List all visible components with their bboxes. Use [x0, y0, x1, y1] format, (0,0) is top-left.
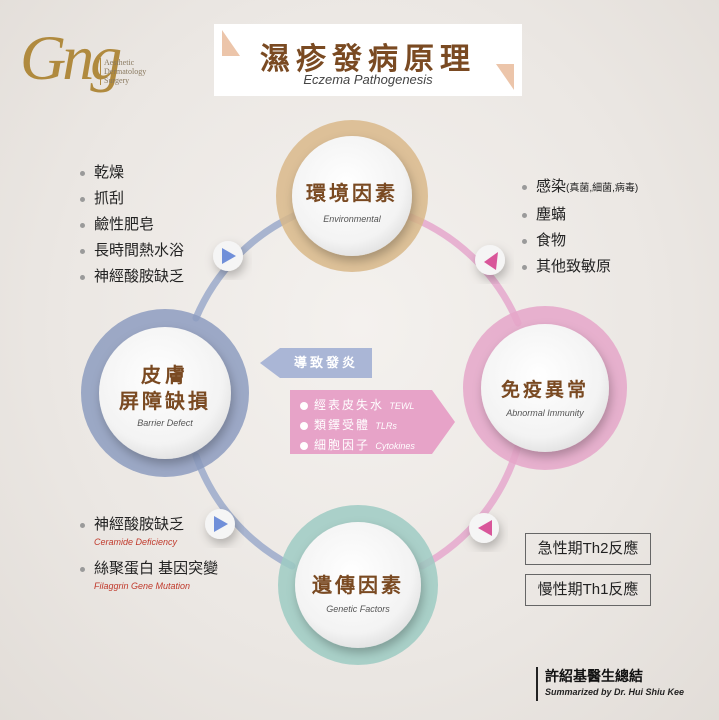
lead-to-inflammation-label: 導致發炎 — [293, 355, 358, 370]
logo-tagline: Aesthetic Dermatology Surgery — [100, 58, 164, 85]
ring-arc-bottom-right — [418, 442, 522, 570]
list-item: 經表皮失水 TEWL — [300, 396, 415, 416]
list-item: 乾燥 — [80, 160, 184, 186]
node-environmental-en: Environmental — [323, 214, 382, 224]
arrow-marker-bottom-left — [205, 509, 235, 539]
list-item: 塵蟎 — [522, 202, 638, 228]
signature-en: Summarized by Dr. Hui Shiu Kee — [545, 687, 685, 697]
logo-monogram: Gng — [20, 22, 122, 93]
page-subtitle: Eczema Pathogenesis — [303, 72, 433, 87]
list-item-en: Filaggrin Gene Mutation — [94, 581, 191, 591]
logo-line-2: Dermatology — [104, 67, 147, 76]
list-item: 食物 — [522, 228, 638, 254]
mechanism-zh: 經表皮失水 — [314, 398, 385, 412]
node-environmental-zh: 環境因素 — [306, 181, 398, 205]
page-title: 濕疹發病原理 — [260, 43, 476, 76]
list-item: 類鐸受體 TLRs — [300, 416, 415, 436]
node-barrier-zh1: 皮膚 — [141, 363, 189, 387]
node-genetic-en: Genetic Factors — [326, 604, 390, 614]
list-item-note: (真菌,細菌,病毒) — [566, 183, 639, 194]
list-item: 其他致敏原 — [522, 254, 638, 280]
mechanism-en: Cytokines — [375, 441, 415, 451]
node-barrier: 皮膚 屏障缺損 Barrier Defect — [81, 309, 249, 477]
list-item-en: Ceramide Deficiency — [94, 537, 178, 547]
node-immune-en: Abnormal Immunity — [505, 408, 584, 418]
list-item: 抓刮 — [80, 186, 184, 212]
response-acute: 急性期Th2反應 — [525, 533, 651, 565]
list-item: 長時間熱水浴 — [80, 238, 184, 264]
mechanism-zh: 細胞因子 — [314, 438, 371, 452]
clinic-logo: Gng Aesthetic Dermatology Surgery — [20, 18, 160, 118]
node-barrier-en: Barrier Defect — [137, 418, 193, 428]
list-genetic-factors: 神經酸胺缺乏 Ceramide Deficiency 絲聚蛋白 基因突變 Fil… — [80, 512, 218, 592]
list-item-text: 感染 — [536, 178, 567, 195]
node-environmental: 環境因素 Environmental — [276, 120, 428, 272]
title-decor-triangle-right — [496, 64, 514, 90]
list-barrier-causes: 乾燥 抓刮 鹼性肥皂 長時間熱水浴 神經酸胺缺乏 — [80, 160, 184, 290]
list-item: 絲聚蛋白 基因突變 Filaggrin Gene Mutation — [80, 556, 218, 592]
node-genetic-zh: 遺傳因素 — [312, 573, 404, 597]
mechanism-zh: 類鐸受體 — [314, 418, 371, 432]
signature-zh: 許紹基醫生總結 — [545, 668, 643, 684]
mechanism-en: TEWL — [389, 401, 415, 411]
title-card: 濕疹發病原理 Eczema Pathogenesis — [214, 24, 522, 96]
signature-divider — [536, 667, 538, 701]
response-chronic: 慢性期Th1反應 — [525, 574, 651, 606]
list-item: 鹼性肥皂 — [80, 212, 184, 238]
list-item: 神經酸胺缺乏 Ceramide Deficiency — [80, 512, 218, 548]
ring-arc-top-left — [192, 210, 302, 322]
arrow-marker-top-right — [475, 245, 505, 275]
list-environmental-triggers: 感染(真菌,細菌,病毒) 塵蟎 食物 其他致敏原 — [522, 174, 638, 280]
list-item-text: 絲聚蛋白 基因突變 — [94, 560, 219, 577]
arrow-marker-bottom-right — [469, 513, 499, 543]
node-immune: 免疫異常 Abnormal Immunity — [463, 306, 627, 470]
arrow-marker-top-left — [213, 241, 243, 271]
mechanism-en: TLRs — [375, 421, 397, 431]
list-item: 細胞因子 Cytokines — [300, 436, 415, 456]
lead-arrow-shape — [260, 348, 372, 378]
logo-line-1: Aesthetic — [104, 58, 135, 67]
list-item: 神經酸胺缺乏 — [80, 264, 184, 290]
title-decor-triangle-left — [222, 30, 240, 56]
inflammation-mechanisms: 經表皮失水 TEWL 類鐸受體 TLRs 細胞因子 Cytokines — [300, 396, 415, 456]
list-item: 感染(真菌,細菌,病毒) — [522, 174, 638, 202]
pink-arrow-box — [290, 390, 455, 454]
node-barrier-zh2: 屏障缺損 — [119, 389, 211, 413]
node-genetic: 遺傳因素 Genetic Factors — [278, 505, 438, 665]
logo-line-3: Surgery — [104, 76, 130, 85]
node-immune-zh: 免疫異常 — [501, 378, 589, 401]
list-item-text: 神經酸胺缺乏 — [94, 516, 185, 533]
